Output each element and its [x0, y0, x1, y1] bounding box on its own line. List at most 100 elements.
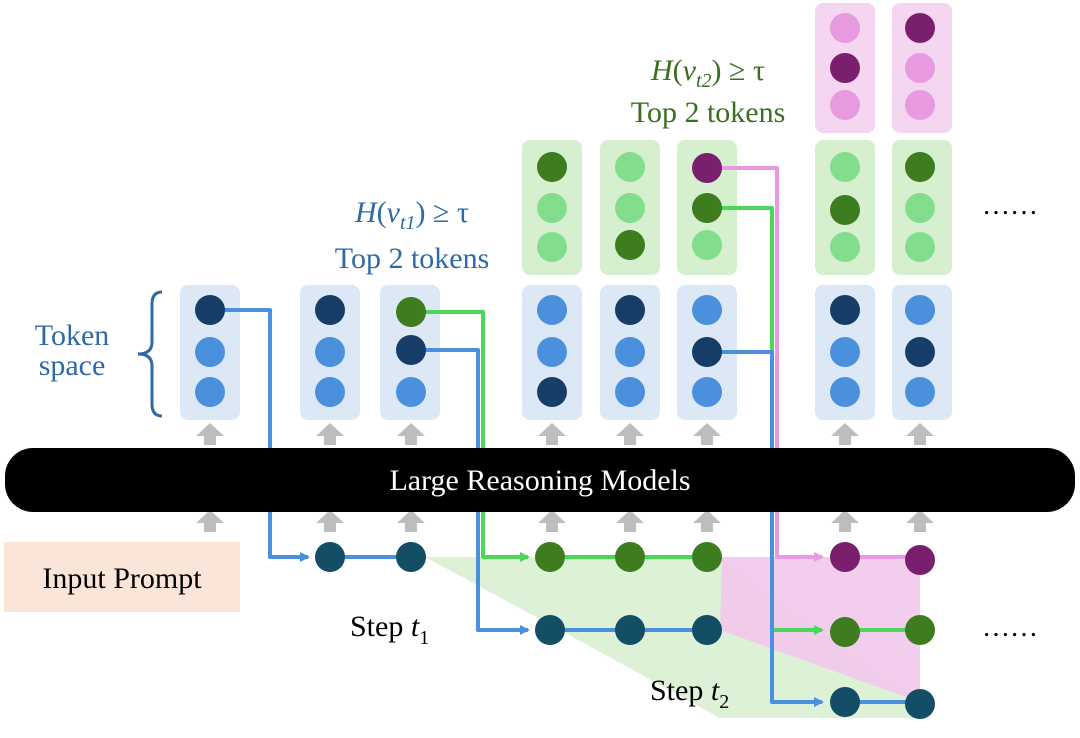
- seq-node: [396, 542, 426, 572]
- model-bar: [5, 448, 1075, 512]
- step-t1-label: Step t1: [350, 610, 429, 649]
- token-dot: [315, 295, 345, 325]
- token-dot: [830, 295, 860, 325]
- token-dot: [615, 337, 645, 367]
- seq-node: [905, 545, 935, 575]
- input-prompt-label: Input Prompt: [42, 562, 202, 595]
- seq-node: [615, 615, 645, 645]
- token-dot: [905, 90, 935, 120]
- token-dot: [905, 295, 935, 325]
- token-space-label-line2: space: [39, 349, 106, 382]
- ellipsis-bottom: ……: [982, 612, 1038, 643]
- connector-paths: [210, 166, 920, 707]
- token-dot: [830, 90, 860, 120]
- gray-arrows: [196, 423, 934, 532]
- token-dot: [396, 297, 426, 327]
- token-dot: [537, 193, 567, 223]
- token-dot: [905, 232, 935, 262]
- token-dot: [195, 295, 225, 325]
- up-arrow-icon: [906, 423, 934, 445]
- token-dot: [615, 377, 645, 407]
- token-dot: [692, 377, 722, 407]
- token-dot: [692, 193, 722, 223]
- token-dot: [615, 295, 645, 325]
- up-arrow-icon: [196, 510, 224, 532]
- token-dot: [537, 232, 567, 262]
- step-t2-label: Step t2: [650, 674, 729, 713]
- seq-node: [692, 615, 722, 645]
- token-dot: [615, 193, 645, 223]
- up-arrow-icon: [906, 510, 934, 532]
- token-circles: [195, 13, 935, 407]
- token-dot: [537, 377, 567, 407]
- token-dot: [905, 53, 935, 83]
- up-arrow-icon: [196, 423, 224, 445]
- up-arrow-icon: [538, 423, 566, 445]
- token-dot: [905, 152, 935, 182]
- token-dot: [692, 230, 722, 260]
- path-t1-green-branch: [411, 310, 530, 562]
- token-dot: [396, 335, 426, 365]
- seq-node: [535, 542, 565, 572]
- condition-t2-topk: Top 2 tokens: [631, 96, 786, 129]
- token-dot: [692, 337, 722, 367]
- condition-t1-formula: H(vt1) ≥ τ: [354, 196, 469, 234]
- token-dot: [830, 337, 860, 367]
- path-t2-blue-branch: [707, 350, 824, 707]
- up-arrow-icon: [397, 423, 425, 445]
- condition-t1-topk: Top 2 tokens: [335, 242, 490, 275]
- token-dot: [396, 377, 426, 407]
- seq-node: [905, 689, 935, 719]
- up-arrow-icon: [616, 510, 644, 532]
- branch-region-t1: [425, 557, 920, 718]
- up-arrow-icon: [616, 423, 644, 445]
- token-dot: [692, 295, 722, 325]
- token-dot: [315, 337, 345, 367]
- seq-node: [615, 542, 645, 572]
- up-arrow-icon: [397, 510, 425, 532]
- token-dot: [905, 13, 935, 43]
- token-dot: [905, 193, 935, 223]
- token-dot: [830, 377, 860, 407]
- seq-node: [830, 617, 860, 647]
- up-arrow-icon: [693, 510, 721, 532]
- token-dot: [830, 13, 860, 43]
- up-arrow-icon: [316, 510, 344, 532]
- up-arrow-icon: [831, 423, 859, 445]
- up-arrow-icon: [693, 423, 721, 445]
- token-dot: [830, 195, 860, 225]
- token-dot: [830, 232, 860, 262]
- ellipsis-top: ……: [982, 190, 1038, 221]
- condition-t2-formula: H(vt2) ≥ τ: [650, 54, 765, 92]
- token-dot: [537, 152, 567, 182]
- up-arrow-icon: [316, 423, 344, 445]
- token-dot: [615, 230, 645, 260]
- token-space-brace: [137, 290, 163, 418]
- token-space-label-line1: Token: [35, 319, 110, 352]
- seq-node: [905, 615, 935, 645]
- token-dot: [692, 153, 722, 183]
- path-t2-pink-branch: [707, 166, 824, 562]
- token-dot: [537, 295, 567, 325]
- token-dot: [195, 377, 225, 407]
- token-dot: [315, 377, 345, 407]
- token-dot: [905, 377, 935, 407]
- token-dot: [615, 152, 645, 182]
- up-arrow-icon: [831, 510, 859, 532]
- seq-node: [692, 542, 722, 572]
- up-arrow-icon: [538, 510, 566, 532]
- token-dot: [905, 337, 935, 367]
- seq-node: [830, 687, 860, 717]
- token-dot: [830, 152, 860, 182]
- token-dot: [537, 337, 567, 367]
- input-prompt-box: [4, 542, 240, 612]
- token-dot: [195, 337, 225, 367]
- seq-node: [315, 542, 345, 572]
- seq-node: [535, 615, 565, 645]
- token-dot: [830, 53, 860, 83]
- model-label: Large Reasoning Models: [389, 464, 690, 497]
- sequence-nodes: [315, 542, 935, 719]
- path-col1-to-step: [210, 308, 310, 562]
- seq-node: [830, 542, 860, 572]
